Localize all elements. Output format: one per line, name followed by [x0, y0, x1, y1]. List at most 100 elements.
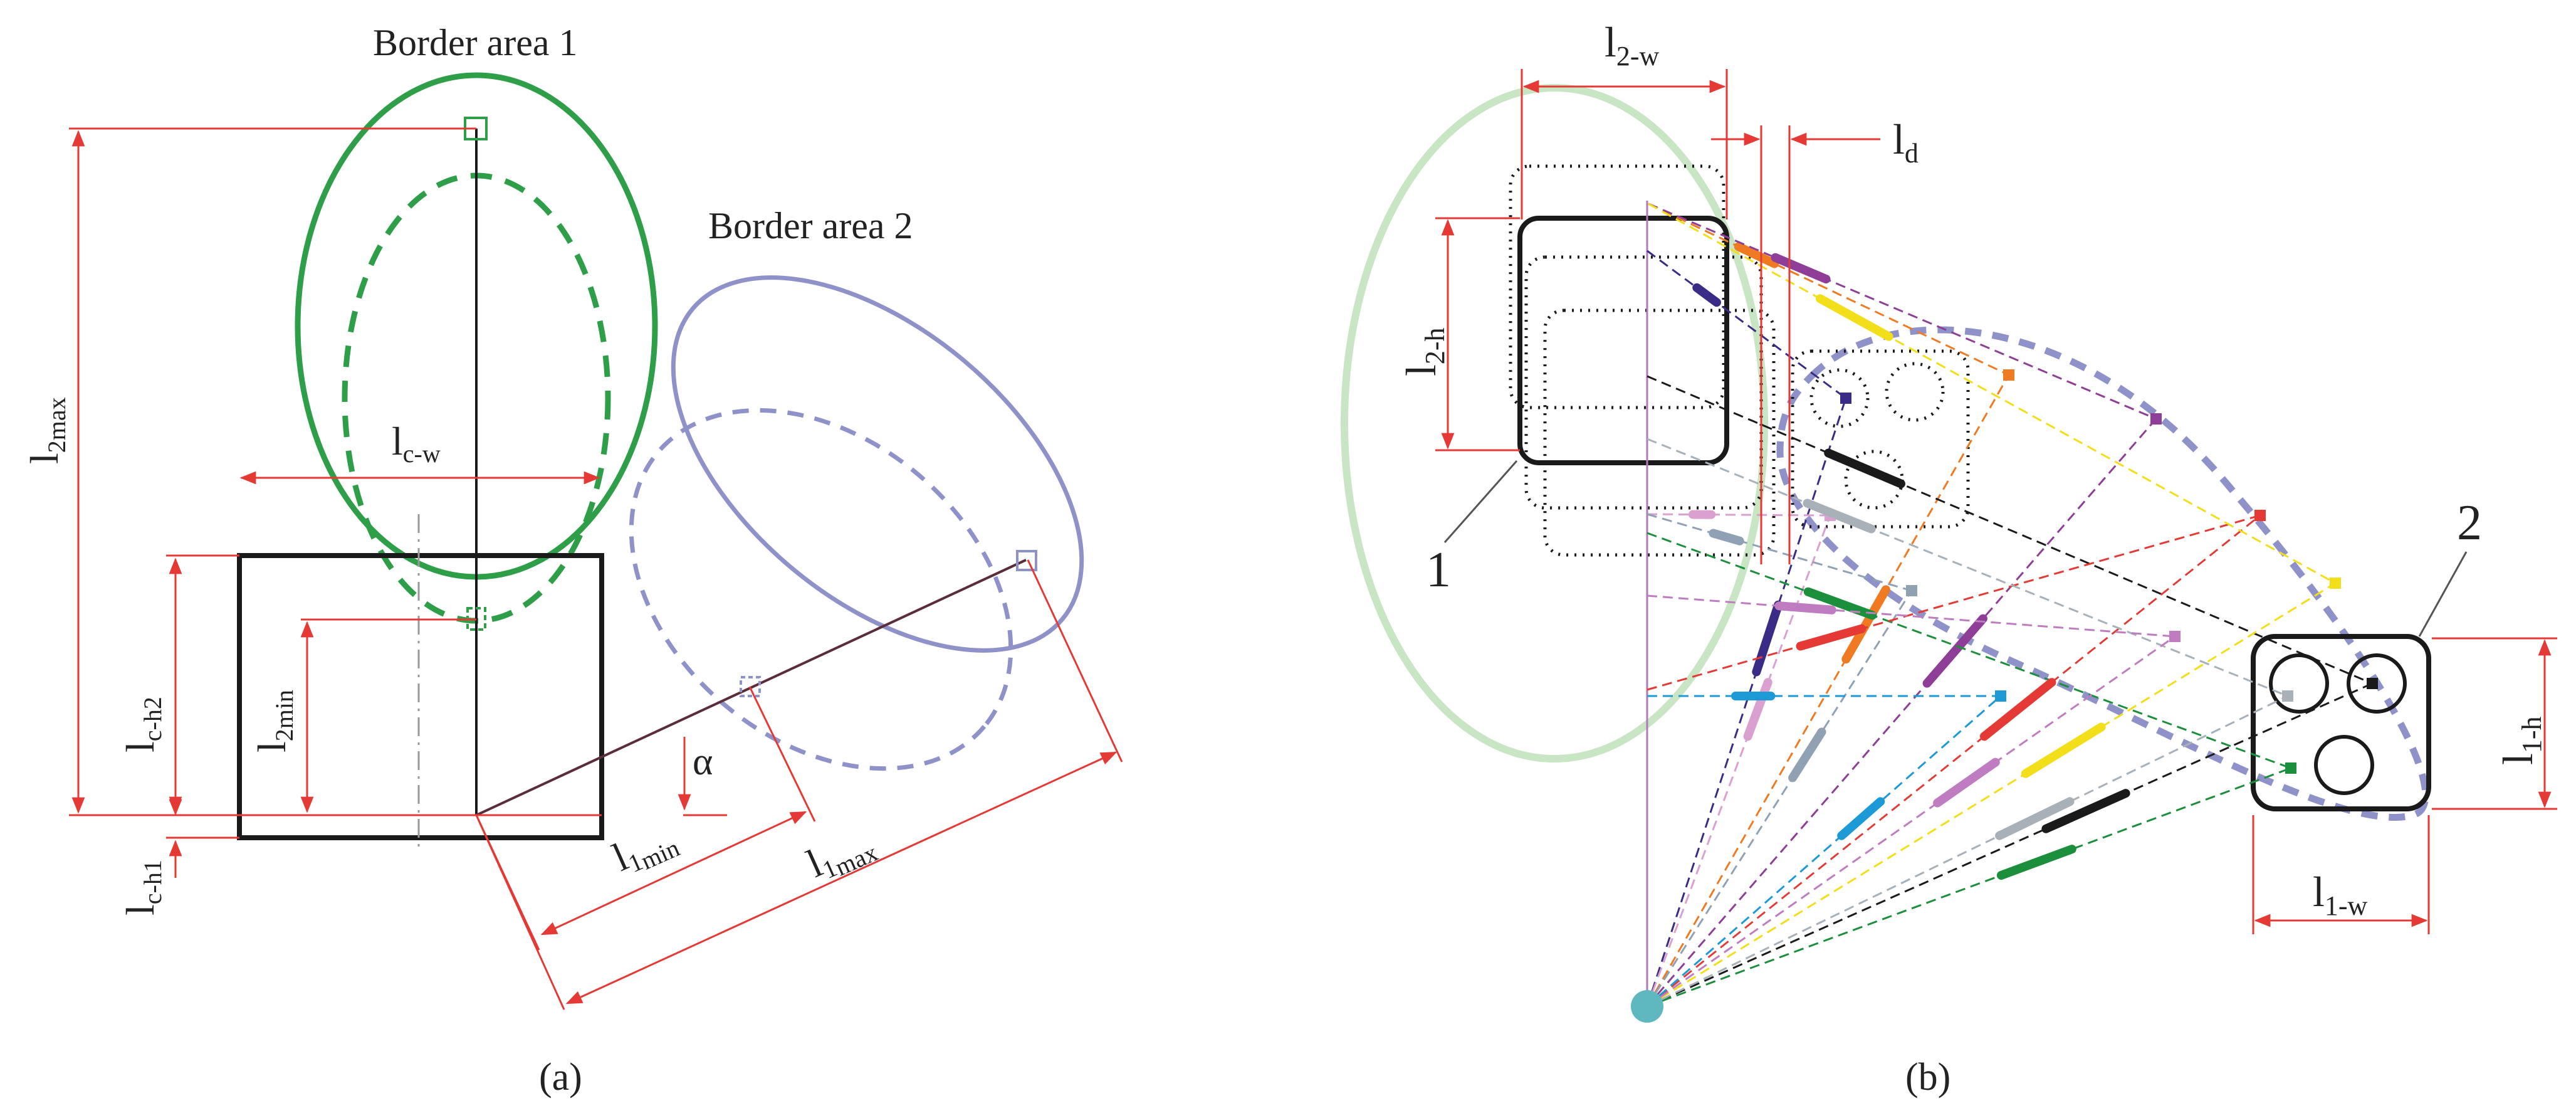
part-2-label: 2 — [2457, 495, 2482, 551]
caption-b: (b) — [1905, 1056, 1950, 1099]
border-area-2-outer-ellipse — [671, 275, 1084, 653]
dimensions-b — [1435, 69, 2557, 934]
trajectory-arrow — [1734, 242, 1779, 268]
trajectory-arrow — [1774, 601, 1836, 615]
l2h-label: l2-h — [1397, 327, 1450, 376]
trajectory-arrow — [1837, 797, 1885, 840]
dimensions-a — [69, 127, 1123, 1010]
trajectory-from-base — [1646, 374, 2010, 1007]
trajectory-arrow — [1841, 585, 1890, 664]
part-2-circle-2 — [2347, 653, 2407, 714]
trajectory-from-start — [1648, 203, 2009, 376]
trajectory-from-start — [1647, 532, 2291, 769]
trajectory-arrow — [1979, 678, 2056, 741]
trajectory-arrow — [1752, 600, 1783, 677]
border-area-1-zone — [1341, 84, 1768, 762]
inclined-line — [476, 559, 1027, 816]
trajectory-from-base — [1647, 635, 2175, 1008]
trajectory-from-start — [1647, 594, 2175, 638]
l2w-label: l2-w — [1605, 18, 1660, 71]
trajectory-arrow — [1996, 845, 2076, 880]
trajectory-endpoint — [2330, 578, 2341, 589]
trajectory-from-start — [1648, 203, 2157, 420]
trajectory-arrow — [2041, 789, 2130, 833]
border-area-2-inner-ellipse — [629, 408, 1013, 771]
lch2-label: lc-h2 — [118, 697, 167, 752]
trajectory-endpoint — [2150, 413, 2162, 425]
trajectory-from-base — [1646, 515, 1831, 1007]
trajectory-from-start — [1647, 438, 2288, 697]
l1h-label: l1-h — [2494, 716, 2547, 765]
trajectory-arrow — [2021, 722, 2106, 778]
alpha-label: α — [693, 741, 713, 783]
trajectory-arrow — [1824, 448, 1905, 488]
panel-a: Border area 1 Border area 2 α l2max lc-w… — [22, 22, 1123, 1099]
container-rectangle — [237, 553, 604, 840]
l1w-label: l1-w — [2313, 868, 2368, 921]
trajectory-arrow — [1743, 678, 1772, 741]
trajectory-from-start — [1647, 375, 2373, 685]
lch1-label: lc-h1 — [118, 860, 167, 915]
trajectory-arrow — [1709, 529, 1744, 546]
l2max-label: l2max — [22, 397, 71, 464]
border-area-2-label: Border area 2 — [708, 205, 913, 246]
caption-a: (a) — [539, 1056, 582, 1099]
trajectory-endpoint — [1906, 585, 1917, 596]
trajectory-endpoint — [2003, 369, 2014, 381]
dotted-frame-2 — [1524, 255, 1763, 510]
trajectory-arrow — [1995, 797, 2075, 840]
trajectory-from-base — [1646, 418, 2157, 1007]
marker-blue-inner — [740, 676, 761, 697]
trajectory-from-start — [1647, 250, 1846, 399]
trajectory-from-start — [1648, 203, 2336, 584]
trajectory-from-base — [1647, 767, 2291, 1008]
dotted-circle-1 — [1809, 368, 1870, 428]
part-2-frame — [2251, 634, 2431, 811]
lcw-label: lc-w — [392, 419, 441, 468]
part-2-leader — [2418, 551, 2468, 637]
trajectories — [1646, 203, 2378, 1008]
trajectory-from-start — [1647, 513, 1831, 517]
trajectory-endpoint — [1840, 393, 1851, 404]
dotted-frame-3 — [1543, 309, 1776, 557]
panel-b: l2-w ld l2-h l1-h l1-w 1 2 (b) — [1341, 18, 2557, 1099]
border-area-2-envelope — [1776, 326, 2429, 821]
trajectory-endpoint — [2367, 678, 2378, 689]
part-1-frame — [1517, 216, 1729, 465]
trajectory-arrow — [1771, 253, 1831, 284]
trajectory-from-base — [1647, 695, 2001, 1008]
trajectory-endpoint — [1995, 690, 2006, 702]
trajectory-endpoint — [2285, 762, 2296, 774]
trajectory-from-base — [1647, 514, 2261, 1008]
trajectory-from-start — [1647, 514, 2261, 691]
dotted-frame-4 — [1791, 349, 1970, 529]
trajectory-endpoint — [2254, 510, 2266, 521]
trajectory-endpoint — [2169, 631, 2181, 642]
dotted-frame-1 — [1509, 164, 1725, 409]
part-1-leader — [1443, 460, 1518, 543]
trajectory-from-base — [1646, 398, 1847, 1007]
trajectory-endpoint — [2282, 690, 2293, 702]
trajectory-arrow — [1796, 624, 1867, 651]
trajectory-arrow — [1803, 498, 1876, 534]
base-point — [1631, 990, 1663, 1023]
trajectory-arrow — [1692, 283, 1721, 307]
ld-label: ld — [1893, 115, 1919, 169]
dotted-circle-2 — [1885, 362, 1945, 422]
l2min-label: l2min — [249, 690, 298, 752]
part-2-circle-3 — [2314, 735, 2374, 795]
l1max-label: l1max — [800, 818, 882, 891]
trajectory-arrow — [1803, 587, 1877, 620]
trajectory-arrow — [1788, 727, 1826, 783]
trajectory-arrow — [1933, 757, 2000, 808]
trajectory-arrow — [1922, 614, 1987, 688]
trajectory-arrow — [1816, 294, 1893, 341]
trajectory-from-base — [1647, 682, 2373, 1008]
part-2-circle-1 — [2269, 653, 2329, 714]
trajectory-from-base — [1647, 695, 2288, 1008]
part-1-label: 1 — [1426, 542, 1451, 598]
trajectory-from-base — [1646, 590, 1913, 1007]
trajectory-from-base — [1647, 582, 2336, 1008]
border-area-1-label: Border area 1 — [373, 22, 577, 63]
